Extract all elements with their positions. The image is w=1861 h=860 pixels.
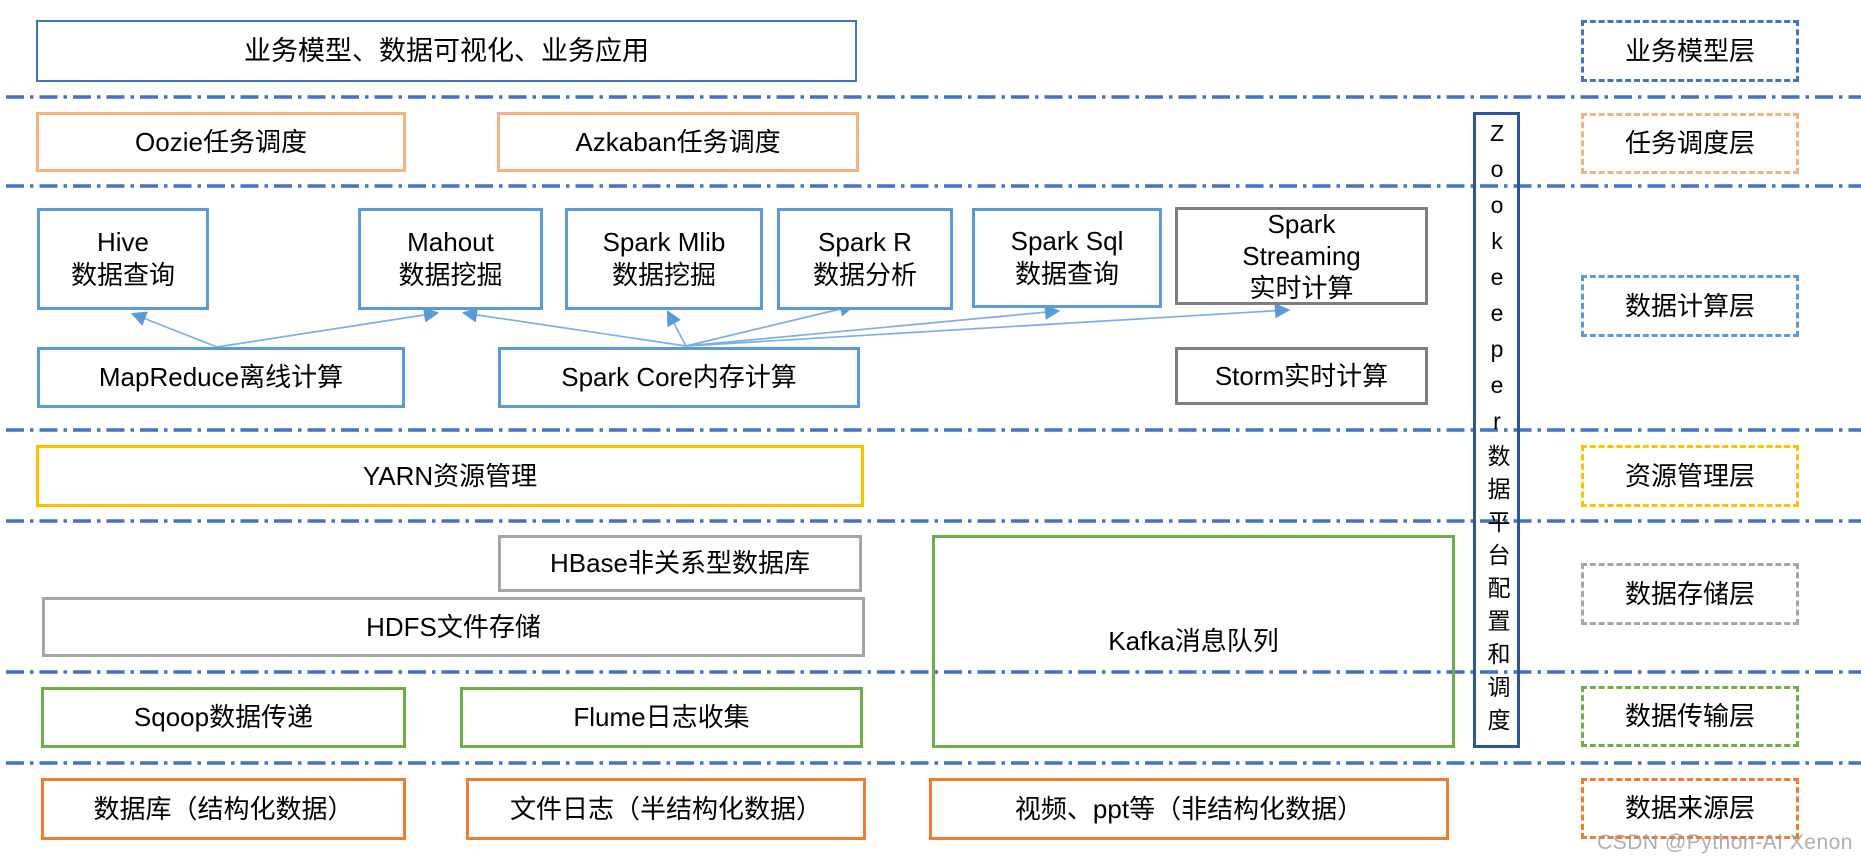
layer-label-business-model: 业务模型层 (1581, 20, 1799, 82)
node-kafka: Kafka消息队列 (932, 535, 1455, 748)
layer-label-resource-management: 资源管理层 (1581, 445, 1799, 507)
node-spark-core: Spark Core内存计算 (498, 347, 860, 408)
layer-label-data-computing: 数据计算层 (1581, 275, 1799, 337)
edge-spark_core-to-spark_r (685, 301, 856, 347)
edge-spark_core-to-mahout (461, 307, 687, 347)
node-spark-sql: Spark Sql 数据查询 (972, 208, 1162, 308)
node-mapreduce: MapReduce离线计算 (37, 347, 405, 408)
zookeeper-vertical-text: Zookeeper数据平台配置和调度 (1484, 119, 1510, 741)
node-azkaban: Azkaban任务调度 (497, 112, 859, 172)
node-zookeeper-vertical-bar: Zookeeper数据平台配置和调度 (1473, 112, 1520, 748)
node-yarn: YARN资源管理 (36, 445, 864, 507)
layer-label-data-source: 数据来源层 (1581, 778, 1799, 839)
layer-label-task-scheduling: 任务调度层 (1581, 113, 1799, 174)
dependency-arrows (130, 301, 1291, 348)
node-storm: Storm实时计算 (1175, 347, 1428, 405)
watermark: CSDN @Python-AI Xenon (1597, 831, 1853, 854)
node-source-database: 数据库（结构化数据） (41, 778, 406, 840)
node-spark-mlib: Spark Mlib 数据挖掘 (565, 208, 763, 310)
node-spark-r: Spark R 数据分析 (777, 208, 953, 310)
node-hive: Hive 数据查询 (37, 208, 209, 310)
layer-label-data-storage: 数据存储层 (1581, 563, 1799, 625)
node-oozie: Oozie任务调度 (36, 112, 406, 172)
node-hdfs: HDFS文件存储 (42, 597, 865, 657)
node-source-unstructured: 视频、ppt等（非结构化数据） (929, 778, 1449, 840)
edge-spark_core-to-spark_sql (685, 304, 1061, 347)
node-source-filelog: 文件日志（半结构化数据） (466, 778, 866, 840)
layer-label-data-transport: 数据传输层 (1581, 686, 1799, 747)
layer-separators (6, 95, 1861, 765)
node-sqoop: Sqoop数据传递 (41, 687, 406, 748)
node-spark-streaming: Spark Streaming 实时计算 (1175, 207, 1428, 305)
edge-spark_core-to-spark_mlib (666, 309, 687, 347)
edge-mapreduce-to-mahout (216, 307, 440, 348)
node-flume: Flume日志收集 (460, 687, 863, 748)
edge-spark_core-to-spark_streaming (685, 303, 1291, 347)
edge-mapreduce-to-hive (130, 311, 218, 348)
node-mahout: Mahout 数据挖掘 (358, 208, 543, 310)
node-business-model: 业务模型、数据可视化、业务应用 (36, 20, 857, 82)
node-hbase: HBase非关系型数据库 (498, 535, 862, 592)
